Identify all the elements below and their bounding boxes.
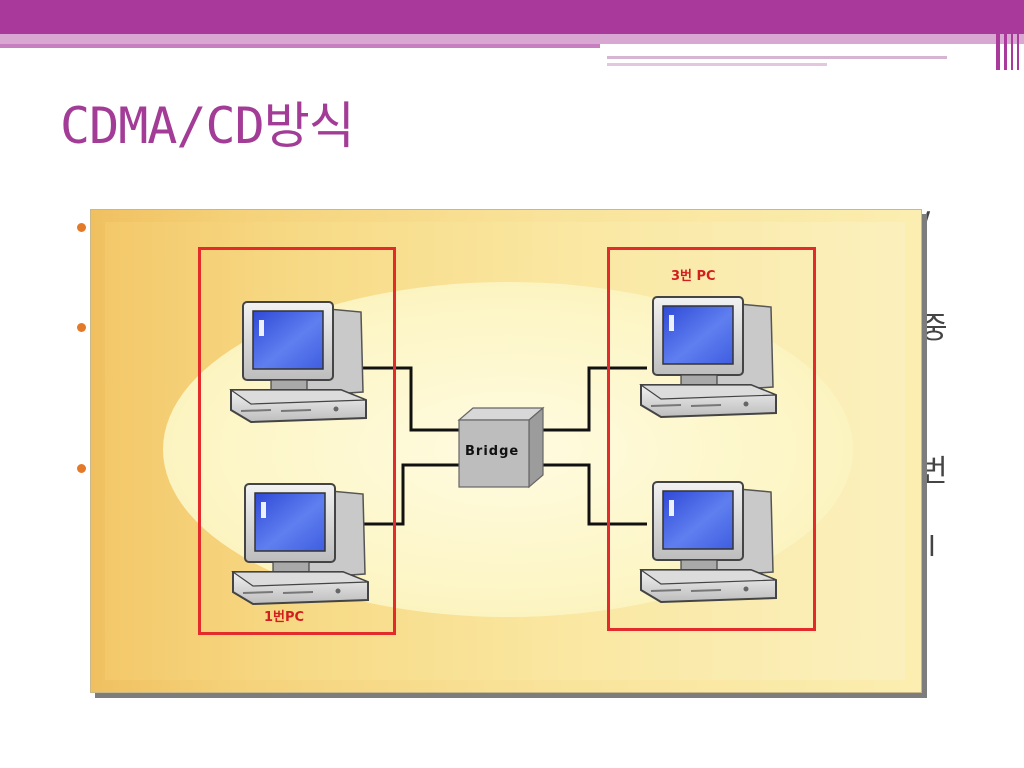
bullet-text-fragment: 번 — [920, 454, 948, 489]
bullet-marker — [77, 464, 86, 473]
bridge-device: Bridge — [459, 407, 543, 487]
group-box-right — [607, 247, 816, 631]
pc-label-right: 3번 PC — [671, 269, 716, 284]
header-vertical-bars — [992, 0, 1024, 70]
network-cables — [351, 366, 647, 526]
bullet-text-fragment: 중 — [920, 311, 948, 346]
network-diagram: Bridge 1번PC 3번 PC — [90, 209, 922, 693]
bridge-label: Bridge — [465, 444, 520, 459]
header-bar — [0, 0, 1024, 34]
header-rule — [607, 56, 947, 59]
bridge-device-icon — [457, 406, 545, 489]
bullet-text-fragment: l — [928, 530, 936, 563]
group-box-left — [198, 247, 396, 635]
header-stripe-accent — [0, 44, 600, 48]
slide-title: CDMA/CD방식 — [60, 97, 355, 155]
header-stripe — [0, 34, 1024, 44]
diagram-canvas — [230, 296, 777, 605]
bullet-marker — [77, 323, 86, 332]
header-rule — [607, 63, 827, 66]
pc-label-left: 1번PC — [264, 610, 305, 625]
bullet-marker — [77, 223, 86, 232]
